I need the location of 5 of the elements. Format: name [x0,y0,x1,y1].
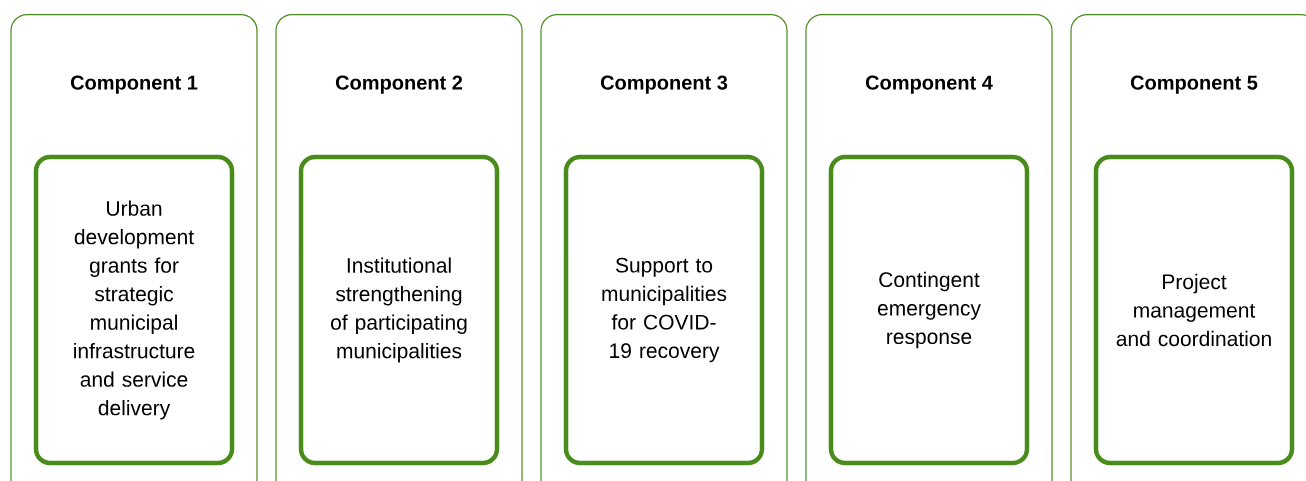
description-box: Support to municipalities for COVID-19 recovery [563,154,765,466]
description-box: Institutional strengthening of participating municipalities [298,154,500,466]
description-box: Urban development grants for strategic municipal infrastructure and service delivery [33,154,235,466]
description-box: Project management and coordination [1093,154,1295,466]
description-box: Contingent emergency response [828,154,1030,466]
